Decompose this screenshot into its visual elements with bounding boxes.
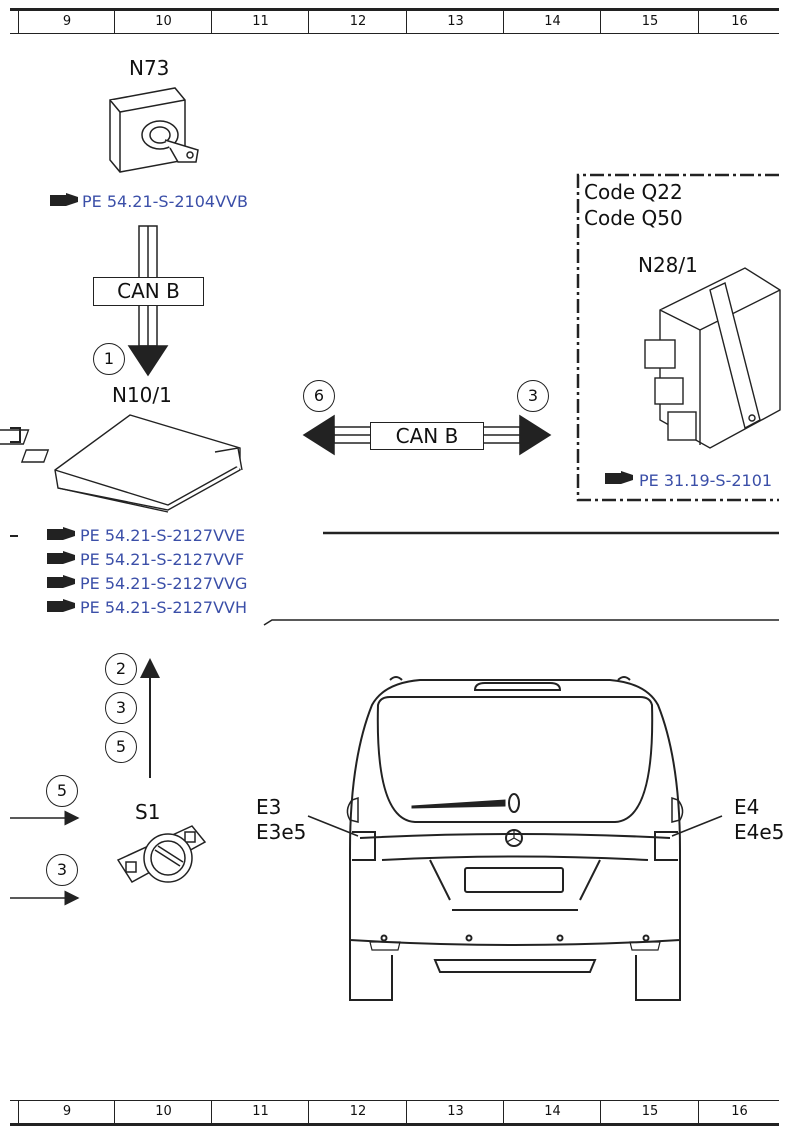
ruler-col-15: 15 — [600, 11, 699, 33]
circle-1: 1 — [93, 343, 125, 375]
can-b-horizontal-label: CAN B — [370, 422, 484, 450]
code-option-frame — [576, 173, 779, 502]
separator-lower — [263, 619, 779, 626]
e4e5-label: E4e5 — [734, 820, 785, 844]
ruler-col-16: 16 — [698, 11, 780, 33]
circle-3-input: 3 — [46, 854, 78, 886]
ruler-col-12: 12 — [308, 11, 407, 33]
s1-light-switch-illustration — [116, 825, 207, 883]
circle-3-up: 3 — [105, 692, 137, 724]
n10-1-ref-link-3[interactable]: PE 54.21-S-2127VVG — [80, 574, 248, 593]
n10-1-module-illustration — [0, 414, 243, 513]
n10-1-ref-link-2[interactable]: PE 54.21-S-2127VVF — [80, 550, 245, 569]
circle-3-right: 3 — [517, 380, 549, 412]
n28-1-module-illustration — [644, 267, 781, 449]
n73-ref-link[interactable]: PE 54.21-S-2104VVB — [82, 192, 248, 211]
ruler-col-14: 14 — [503, 1101, 601, 1123]
n28-1-label: N28/1 — [638, 253, 698, 277]
reference-hand-icons — [47, 193, 633, 612]
n10-1-ref-link-1[interactable]: PE 54.21-S-2127VVE — [80, 526, 246, 545]
ruler-col-16: 16 — [698, 1101, 780, 1123]
e4-leader-line — [671, 815, 723, 837]
n73-ignition-switch-illustration — [109, 87, 199, 173]
n73-label: N73 — [129, 56, 170, 80]
circle-6: 6 — [303, 380, 335, 412]
e3-label: E3 — [256, 795, 282, 819]
ruler-col-11: 11 — [211, 11, 309, 33]
ruler-col-13: 13 — [406, 1101, 504, 1123]
n28-1-ref-link[interactable]: PE 31.19-S-2101 — [639, 471, 773, 490]
e4-label: E4 — [734, 795, 760, 819]
circle-5-up: 5 — [105, 731, 137, 763]
n10-1-ref-link-4[interactable]: PE 54.21-S-2127VVH — [80, 598, 247, 617]
ruler-col-14: 14 — [503, 11, 601, 33]
ruler-col-9: 9 — [18, 11, 115, 33]
ruler-col-9: 9 — [18, 1101, 115, 1123]
can-b-vertical-label: CAN B — [93, 277, 204, 306]
circle-2: 2 — [105, 653, 137, 685]
ruler-col-11: 11 — [211, 1101, 309, 1123]
code-q22-label: Code Q22 — [584, 180, 683, 204]
ruler-col-10: 10 — [114, 11, 212, 33]
ruler-col-12: 12 — [308, 1101, 407, 1123]
e3e5-label: E3e5 — [256, 820, 307, 844]
circle-5-input: 5 — [46, 775, 78, 807]
ruler-col-15: 15 — [600, 1101, 699, 1123]
van-rear-illustration — [346, 676, 684, 1001]
n10-1-label: N10/1 — [112, 383, 172, 407]
top-ruler: 9 10 11 12 13 14 15 16 — [10, 8, 779, 34]
ruler-col-10: 10 — [114, 1101, 212, 1123]
e3-leader-line — [307, 815, 359, 837]
bottom-ruler: 9 10 11 12 13 14 15 16 — [10, 1100, 779, 1126]
code-q50-label: Code Q50 — [584, 206, 683, 230]
s1-label: S1 — [135, 800, 161, 824]
ruler-col-13: 13 — [406, 11, 504, 33]
